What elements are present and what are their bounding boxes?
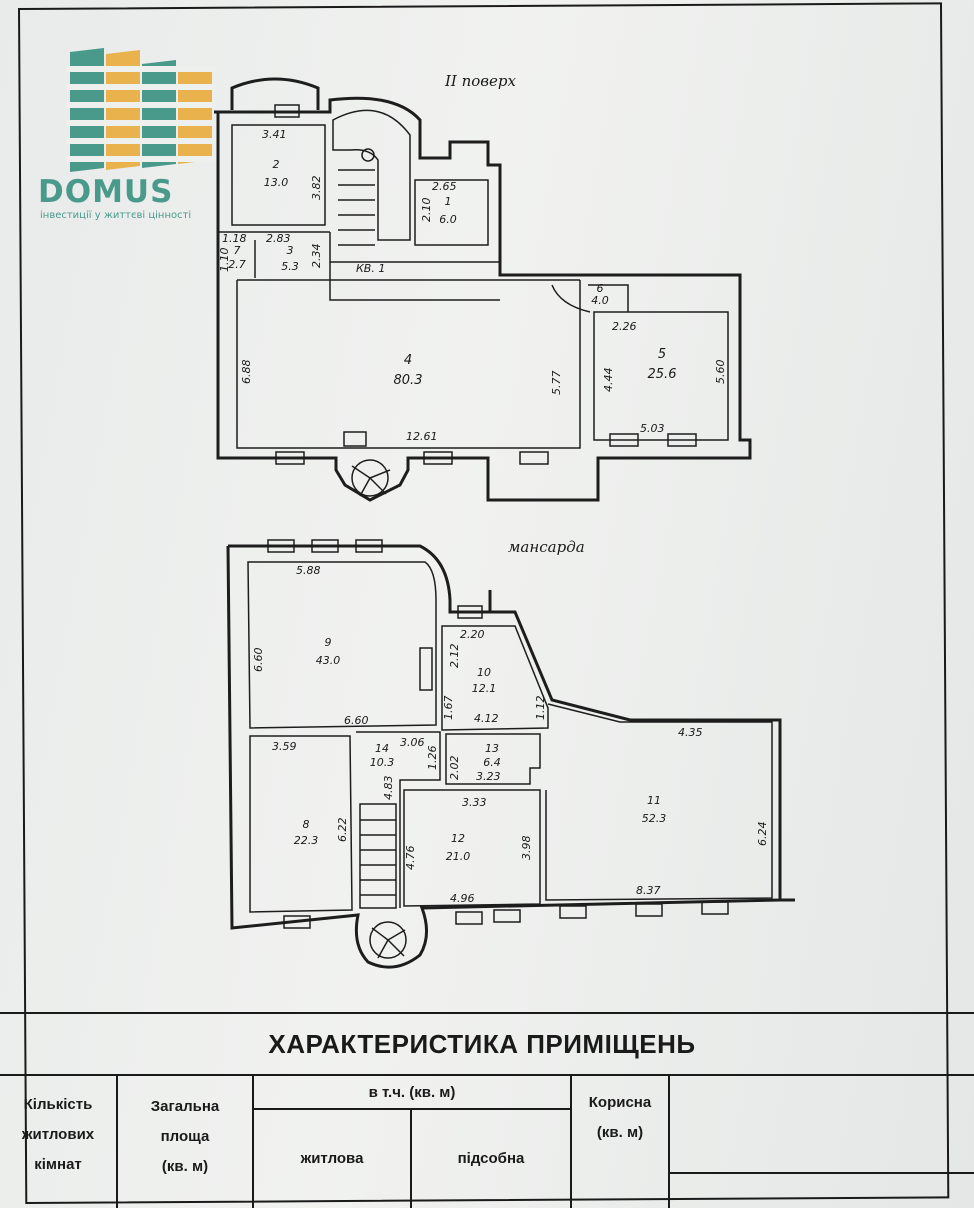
dimension: 4.83 xyxy=(382,776,395,801)
room-number: 12 xyxy=(451,832,465,845)
attic-title: мансарда xyxy=(508,538,585,556)
room-number: 9 xyxy=(325,636,332,649)
room-number: 13 xyxy=(485,742,499,755)
dimension: 5.60 xyxy=(714,360,727,385)
room-area: 6.4 xyxy=(483,756,501,769)
dimension: 2.10 xyxy=(420,198,433,223)
room-area: 52.3 xyxy=(642,812,667,825)
building-logo-icon xyxy=(66,48,216,172)
dimension: 2.83 xyxy=(266,232,291,245)
dimension: 5.77 xyxy=(550,371,563,396)
dimension: 3.23 xyxy=(476,770,501,783)
dimension: 2.26 xyxy=(612,320,637,333)
dimension: 4.44 xyxy=(602,368,615,393)
header-auxiliary-area: підсобна xyxy=(457,1150,525,1167)
upper-floor-title: II поверх xyxy=(444,72,517,90)
room-number: 6 xyxy=(597,282,604,295)
dimension: 3.59 xyxy=(272,740,297,753)
room-area: 43.0 xyxy=(316,654,341,667)
dimension: 3.41 xyxy=(262,128,287,141)
room-number: 2 xyxy=(273,158,280,171)
dimension: 8.37 xyxy=(636,884,661,897)
dimension: 1.18 xyxy=(222,232,247,245)
dimension: 2.65 xyxy=(432,180,457,193)
logo-tagline: інвестиції у життєві цінності xyxy=(40,210,192,221)
dimension: 2.02 xyxy=(448,756,461,781)
floor-plans: II поверх КВ. 1 1 6.0 2 13.0 3 5.3 4 80.… xyxy=(214,72,795,969)
room-area: 80.3 xyxy=(394,373,423,388)
dimension: 1.10 xyxy=(218,248,231,273)
dimension: 3.33 xyxy=(462,796,487,809)
dimension: 4.76 xyxy=(404,846,417,871)
room-number: 4 xyxy=(404,353,412,368)
dimension: 3.82 xyxy=(310,176,323,201)
dimension: 4.12 xyxy=(474,712,499,725)
header-useful-area: Корисна(кв. м) xyxy=(588,1094,652,1141)
room-number: 10 xyxy=(477,666,491,679)
room-number: 5 xyxy=(658,347,666,362)
room-number: 1 xyxy=(445,195,452,208)
dimension: 2.20 xyxy=(460,628,485,641)
header-living-area: житлова xyxy=(300,1150,364,1167)
dimension: 2.12 xyxy=(448,644,461,669)
room-number: 7 xyxy=(234,244,241,257)
room-area: 25.6 xyxy=(648,367,677,382)
dimension: 4.35 xyxy=(678,726,703,739)
room-area: 10.3 xyxy=(370,756,395,769)
dimension: 6.24 xyxy=(756,822,769,847)
header-including: в т.ч. (кв. м) xyxy=(368,1084,456,1101)
room-area: 2.7 xyxy=(228,258,246,271)
dimension: 5.88 xyxy=(296,564,321,577)
dimension: 6.22 xyxy=(336,818,349,843)
dimension: 3.06 xyxy=(400,736,425,749)
room-number: 8 xyxy=(303,818,310,831)
room-area: 12.1 xyxy=(472,682,497,695)
upper-floor-plan: II поверх КВ. 1 1 6.0 2 13.0 3 5.3 4 80.… xyxy=(214,72,752,502)
attic-plan: мансарда 8 22.3 9 43.0 10 12.1 11 52.3 1… xyxy=(226,538,795,969)
table-heading: ХАРАКТЕРИСТИКА ПРИМІЩЕНЬ xyxy=(0,1012,974,1076)
room-area: 21.0 xyxy=(446,850,471,863)
dimension: 6.60 xyxy=(344,714,369,727)
room-number: 11 xyxy=(647,794,661,807)
room-area: 5.3 xyxy=(281,260,299,273)
dimension: 1.26 xyxy=(426,746,439,771)
dimension: 6.60 xyxy=(252,648,265,673)
room-area: 6.0 xyxy=(439,213,457,226)
dimension: 5.03 xyxy=(640,422,665,435)
dimension: 4.96 xyxy=(450,892,475,905)
logo-wordmark: DOMUS xyxy=(38,174,174,210)
dimension: 6.88 xyxy=(240,360,253,385)
room-area: 4.0 xyxy=(591,294,609,307)
dimension: 2.34 xyxy=(310,244,323,269)
room-area: 13.0 xyxy=(264,176,289,189)
dimension: 12.61 xyxy=(406,430,438,443)
room-area: 22.3 xyxy=(294,834,319,847)
dimension: 3.98 xyxy=(520,836,533,861)
room-number: 3 xyxy=(287,244,294,257)
flat-label: КВ. 1 xyxy=(356,262,385,275)
room-number: 14 xyxy=(375,742,389,755)
dimension: 1.67 xyxy=(442,696,455,721)
domus-logo: DOMUS інвестиції у життєві цінності xyxy=(36,42,216,232)
dimension: 1.12 xyxy=(534,696,547,721)
